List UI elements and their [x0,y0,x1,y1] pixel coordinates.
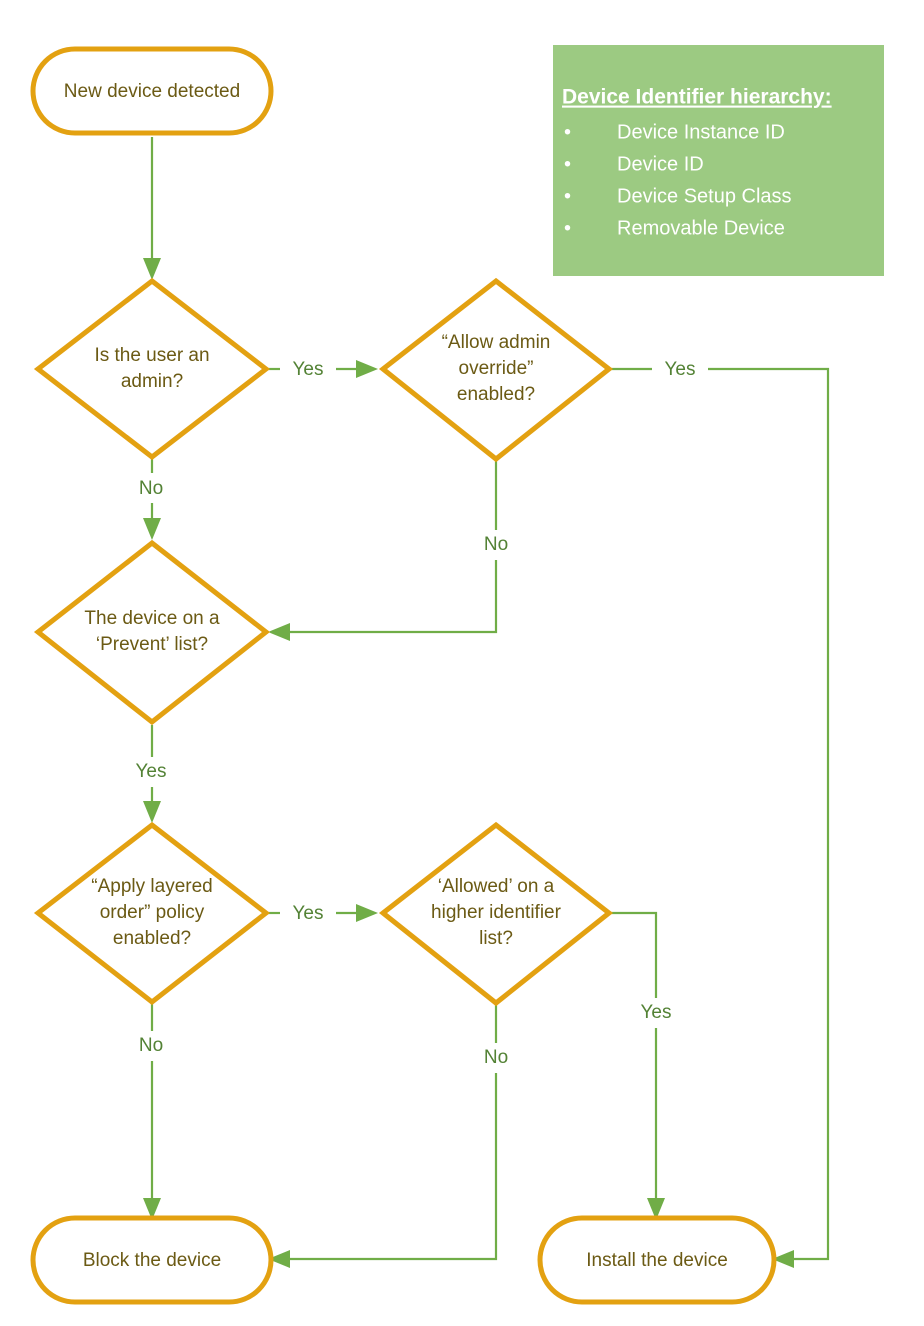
edge-admin-override-no [268,461,498,641]
edge-allowed-higher-yes [608,911,665,1220]
node-start[interactable]: New device detected [30,46,274,136]
legend-bullet-icon: • [564,185,571,207]
legend-item-1: Device ID [617,153,704,175]
edge-admin-override-yes [608,367,830,1268]
node-layered-order-label-line2: order” policy [100,902,205,923]
legend-item-2: Device Setup Class [617,185,792,207]
edge-label-is-admin-no: No [139,478,163,499]
node-is-admin[interactable]: Is the user an admin? [33,277,271,461]
edge-label-layered-order-yes: Yes [293,903,324,924]
edge-start-to-is-admin [143,137,161,280]
legend-background [553,45,884,276]
edge-label-layered-order-no: No [139,1035,163,1056]
legend-item-0: Device Instance ID [617,121,785,143]
node-block-device-label: Block the device [83,1250,221,1271]
edge-label-allowed-higher-yes: Yes [641,1002,672,1023]
edge-allowed-higher-no [268,1005,498,1268]
edge-label-prevent-list-yes: Yes [136,761,167,782]
node-install-device-label: Install the device [586,1250,728,1271]
legend-bullet-icon: • [564,153,571,175]
node-admin-override[interactable]: “Allow admin override” enabled? [378,277,614,463]
edge-label-admin-override-no: No [484,534,508,555]
node-is-admin-label-line1: Is the user an [94,345,209,366]
edge-label-is-admin-yes: Yes [293,359,324,380]
node-prevent-list[interactable]: The device on a ‘Prevent’ list? [33,539,271,726]
node-allowed-higher-label-line1: ‘Allowed’ on a [438,876,555,897]
node-admin-override-label-line2: override” [459,358,534,379]
legend-item-3: Removable Device [617,217,785,239]
edge-prevent-list-yes [143,725,161,823]
node-prevent-list-label-line1: The device on a [84,608,220,629]
legend-bullet-icon: • [564,121,571,143]
node-layered-order-label-line1: “Apply layered [91,876,212,897]
node-allowed-higher-label-line3: list? [479,928,513,949]
node-install-device[interactable]: Install the device [537,1215,777,1305]
edge-layered-order-no [143,1000,161,1220]
node-block-device[interactable]: Block the device [30,1215,274,1305]
node-admin-override-label-line1: “Allow admin [442,332,551,353]
legend-bullet-icon: • [564,217,571,239]
legend-title: Device Identifier hierarchy: [562,86,832,109]
node-admin-override-label-line3: enabled? [457,384,535,405]
node-is-admin-label-line2: admin? [121,371,183,392]
edge-label-allowed-higher-no: No [484,1047,508,1068]
node-allowed-higher[interactable]: ‘Allowed’ on a higher identifier list? [378,821,614,1007]
node-prevent-list-label-line2: ‘Prevent’ list? [96,634,208,655]
node-allowed-higher-label-line2: higher identifier [431,902,562,923]
node-start-label: New device detected [64,81,240,102]
edge-label-admin-override-yes: Yes [665,359,696,380]
node-layered-order-label-line3: enabled? [113,928,191,949]
legend-panel: Device Identifier hierarchy: • Device In… [553,45,884,276]
node-layered-order[interactable]: “Apply layered order” policy enabled? [33,821,271,1006]
